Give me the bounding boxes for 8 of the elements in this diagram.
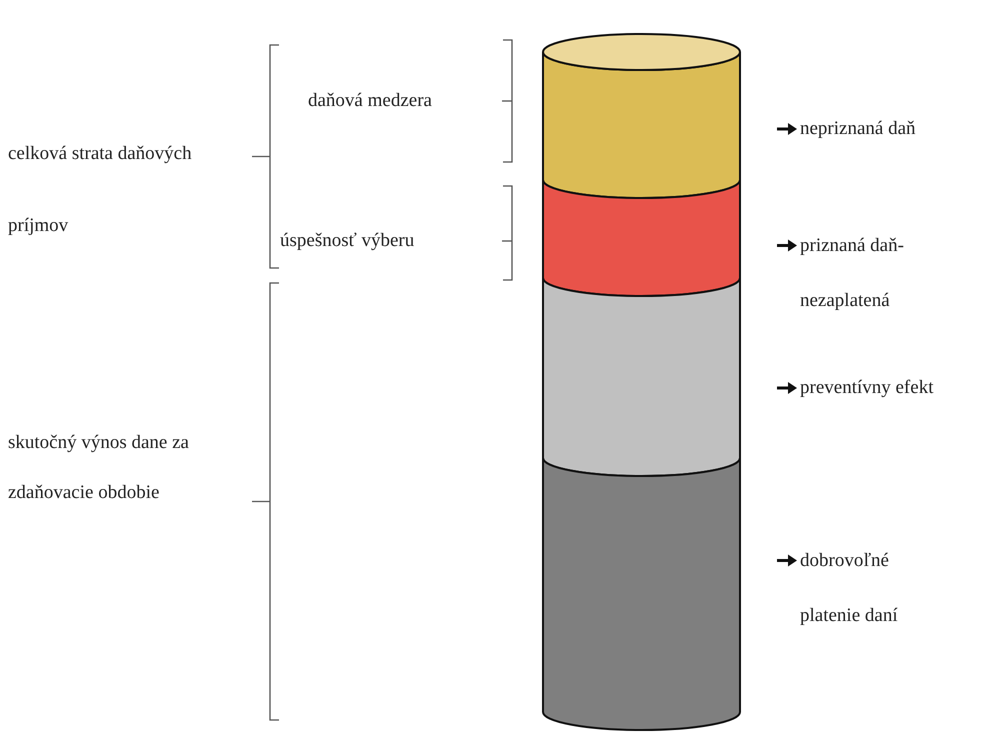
annotation-text: preventívny efekt bbox=[800, 376, 934, 400]
annotation-text: priznaná daň- nezaplatená bbox=[800, 234, 905, 313]
annotation-text: nepriznaná daň bbox=[800, 117, 917, 141]
bracket-label: celková strata daňových príjmov bbox=[8, 142, 193, 238]
bracket-label: daňová medzera bbox=[308, 89, 433, 113]
bracket-label: skutočný výnos dane za zdaňovacie obdobie bbox=[8, 431, 190, 505]
bracket-label: úspešnosť výberu bbox=[280, 229, 416, 253]
annotation-text: dobrovoľné platenie daní bbox=[800, 549, 899, 628]
